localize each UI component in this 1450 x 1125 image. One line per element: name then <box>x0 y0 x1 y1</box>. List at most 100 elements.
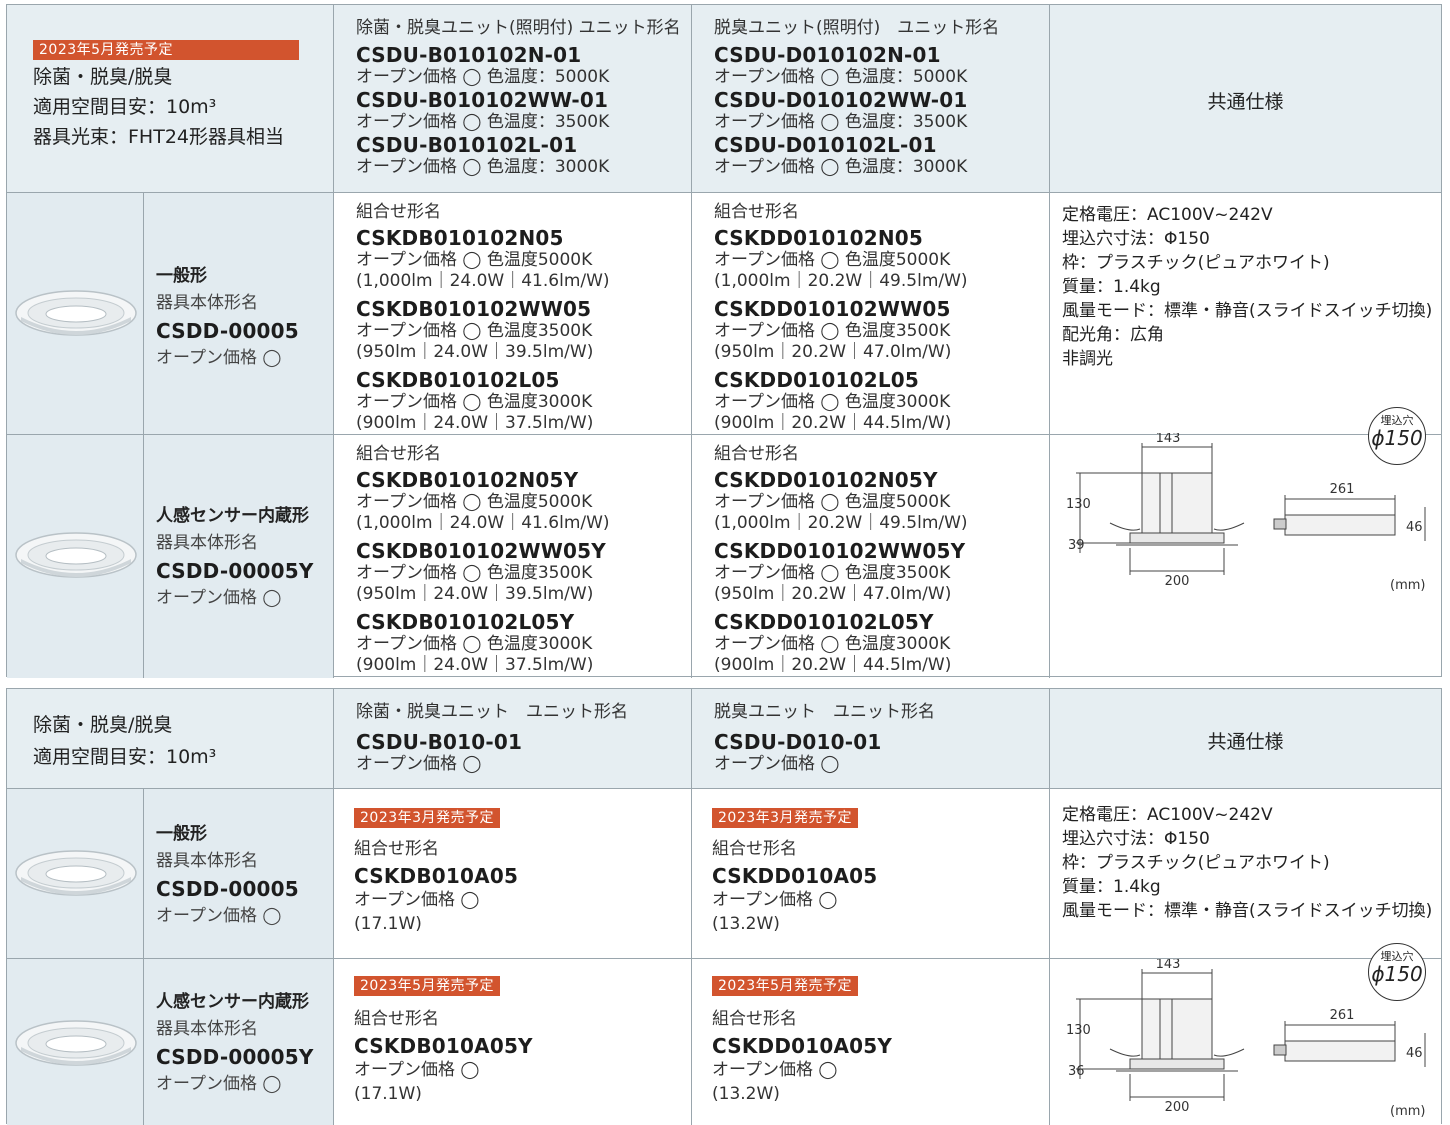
column-title: 除菌・脱臭ユニット ユニット形名 <box>356 702 628 722</box>
body-label: 器具本体形名 <box>156 293 258 313</box>
combo-price: オープン価格 ◯ 色温度5000K <box>356 250 593 270</box>
unit-code: CSDU-D010102L-01 <box>714 133 937 157</box>
spec-line: 枠：プラスチック(ピュアホワイト) <box>1062 253 1330 273</box>
dim-130: 130 <box>1066 497 1091 512</box>
lamp-image <box>15 850 137 896</box>
table2-header-row: 除菌・脱臭/脱臭 適用空間目安：10m³ 除菌・脱臭ユニット ユニット形名 CS… <box>7 689 1441 789</box>
column-title: 脱臭ユニット ユニット形名 <box>714 702 935 722</box>
unit-sub: オープン価格 ◯ 色温度：3500K <box>714 112 968 132</box>
spec-line: 風量モード：標準・静音(スライドスイッチ切換) <box>1062 901 1433 921</box>
combo-spec: (1,000lm｜24.0W｜41.6lm/W) <box>356 271 610 291</box>
spec-line: 埋込穴寸法：Φ150 <box>1062 229 1210 249</box>
table2-common-header: 共通仕様 <box>1050 689 1441 788</box>
combo-price: オープン価格 ◯ 色温度3500K <box>714 321 951 341</box>
type-name: 一般形 <box>156 266 207 286</box>
combo-spec: (950lm｜20.2W｜47.0lm/W) <box>714 342 952 362</box>
combo-price: オープン価格 ◯ <box>354 890 480 910</box>
dim-39: 39 <box>1068 538 1085 553</box>
product-table-1: 2023年5月発売予定 除菌・脱臭/脱臭 適用空間目安：10m³ 器具光束：FH… <box>6 4 1442 678</box>
unit-sub: オープン価格 ◯ 色温度：5000K <box>356 67 610 87</box>
unit-price: オープン価格 ◯ <box>714 754 840 774</box>
combo-label: 組合せ形名 <box>714 444 799 464</box>
combo-code: CSKDD010102N05Y <box>714 468 938 492</box>
body-label: 器具本体形名 <box>156 1019 258 1039</box>
combo-label: 組合せ形名 <box>354 1009 439 1029</box>
column-title: 除菌・脱臭ユニット(照明付) ユニット形名 <box>356 18 681 38</box>
combo-code: CSKDB010102L05Y <box>356 610 575 634</box>
combo-price: オープン価格 ◯ 色温度5000K <box>356 492 593 512</box>
product-image-cell <box>7 193 144 434</box>
combo-label: 組合せ形名 <box>714 202 799 222</box>
unit-price: オープン価格 ◯ <box>356 754 482 774</box>
combo-spec: (950lm｜20.2W｜47.0lm/W) <box>714 584 952 604</box>
dim-143: 143 <box>1156 959 1181 972</box>
body-code: CSDD-00005Y <box>156 559 314 583</box>
combo-spec: (1,000lm｜20.2W｜49.5lm/W) <box>714 513 968 533</box>
spec-line: 非調光 <box>1062 349 1113 369</box>
dim-261: 261 <box>1330 1008 1355 1023</box>
table1-series-cell: 2023年5月発売予定 除菌・脱臭/脱臭 適用空間目安：10m³ 器具光束：FH… <box>7 5 334 192</box>
unit-sub: オープン価格 ◯ 色温度：3500K <box>356 112 610 132</box>
combo-code: CSKDD010102N05 <box>714 226 924 250</box>
combo-price: オープン価格 ◯ 色温度3500K <box>356 321 593 341</box>
body-code: CSDD-00005 <box>156 877 299 901</box>
spec-line: 質量：1.4kg <box>1062 877 1161 897</box>
combo-spec: (13.2W) <box>712 1084 780 1104</box>
combo-colD: 2023年3月発売予定 組合せ形名 CSKDD010A05 オープン価格 ◯ (… <box>692 789 1050 958</box>
product-image-cell <box>7 435 144 678</box>
table1-colB-header: 除菌・脱臭ユニット(照明付) ユニット形名 CSDU-B010102N-01 オ… <box>334 5 692 192</box>
unit-code: CSDU-B010-01 <box>356 730 523 754</box>
spec-line: 枠：プラスチック(ピュアホワイト) <box>1062 853 1330 873</box>
body-model-cell: 人感センサー内蔵形 器具本体形名 CSDD-00005Y オープン価格 ◯ <box>144 435 334 678</box>
spec-line: 埋込穴寸法：Φ150 <box>1062 829 1210 849</box>
unit-label: (mm) <box>1390 578 1425 593</box>
combo-code: CSKDB010102L05 <box>356 368 560 392</box>
release-badge: 2023年3月発売予定 <box>354 808 501 828</box>
combo-spec: (950lm｜24.0W｜39.5lm/W) <box>356 584 594 604</box>
spec-line: 定格電圧：AC100V~242V <box>1062 805 1273 825</box>
combo-colB: 2023年5月発売予定 組合せ形名 CSKDB010A05Y オープン価格 ◯ … <box>334 959 692 1125</box>
lamp-image <box>15 1020 137 1066</box>
table1-row-sensor: 人感センサー内蔵形 器具本体形名 CSDD-00005Y オープン価格 ◯ 組合… <box>7 435 1441 678</box>
combo-code: CSKDD010102L05 <box>714 368 920 392</box>
series-line: 適用空間目安：10m³ <box>33 746 217 768</box>
type-name: 人感センサー内蔵形 <box>156 506 309 526</box>
dim-200: 200 <box>1165 574 1190 589</box>
body-price: オープン価格 ◯ <box>156 588 282 608</box>
combo-code: CSKDB010A05 <box>354 864 519 888</box>
lamp-image <box>15 532 137 578</box>
combo-label: 組合せ形名 <box>356 202 441 222</box>
combo-spec: (1,000lm｜20.2W｜49.5lm/W) <box>714 271 968 291</box>
combo-code: CSKDB010102N05 <box>356 226 564 250</box>
combo-colB: 組合せ形名 CSKDB010102N05 オープン価格 ◯ 色温度5000K (… <box>334 193 692 434</box>
combo-spec: (900lm｜20.2W｜44.5lm/W) <box>714 413 952 433</box>
spec-line: 風量モード：標準・静音(スライドスイッチ切換) <box>1062 301 1433 321</box>
combo-label: 組合せ形名 <box>356 444 441 464</box>
combo-spec: (900lm｜24.0W｜37.5lm/W) <box>356 413 594 433</box>
body-model-cell: 一般形 器具本体形名 CSDD-00005 オープン価格 ◯ <box>144 193 334 434</box>
combo-code: CSKDD010A05Y <box>712 1034 893 1058</box>
release-badge: 2023年5月発売予定 <box>712 976 859 996</box>
table2-series-cell: 除菌・脱臭/脱臭 適用空間目安：10m³ <box>7 689 334 788</box>
combo-price: オープン価格 ◯ 色温度5000K <box>714 250 951 270</box>
combo-price: オープン価格 ◯ 色温度3500K <box>356 563 593 583</box>
series-line: 除菌・脱臭/脱臭 <box>33 714 173 736</box>
product-image-cell <box>7 959 144 1125</box>
lamp-image <box>15 290 137 336</box>
series-line: 器具光束：FHT24形器具相当 <box>33 126 284 148</box>
table1-row-general: 一般形 器具本体形名 CSDD-00005 オープン価格 ◯ 組合せ形名 CSK… <box>7 193 1441 435</box>
column-title: 脱臭ユニット(照明付) ユニット形名 <box>714 18 1000 38</box>
release-badge: 2023年5月発売予定 <box>354 976 501 996</box>
combo-price: オープン価格 ◯ 色温度3000K <box>714 634 951 654</box>
combo-spec: (17.1W) <box>354 1084 422 1104</box>
combo-colD: 組合せ形名 CSKDD010102N05 オープン価格 ◯ 色温度5000K (… <box>692 193 1050 434</box>
series-line: 除菌・脱臭/脱臭 <box>33 66 173 88</box>
body-code: CSDD-00005 <box>156 319 299 343</box>
hole-size-badge: 埋込穴 ϕ150 <box>1368 407 1426 465</box>
dim-130: 130 <box>1066 1023 1091 1038</box>
unit-code: CSDU-B010102WW-01 <box>356 88 609 112</box>
spec-line: 配光角：広角 <box>1062 325 1164 345</box>
combo-code: CSKDD010102L05Y <box>714 610 934 634</box>
unit-sub: オープン価格 ◯ 色温度：3000K <box>356 157 610 177</box>
unit-code: CSDU-B010102L-01 <box>356 133 578 157</box>
